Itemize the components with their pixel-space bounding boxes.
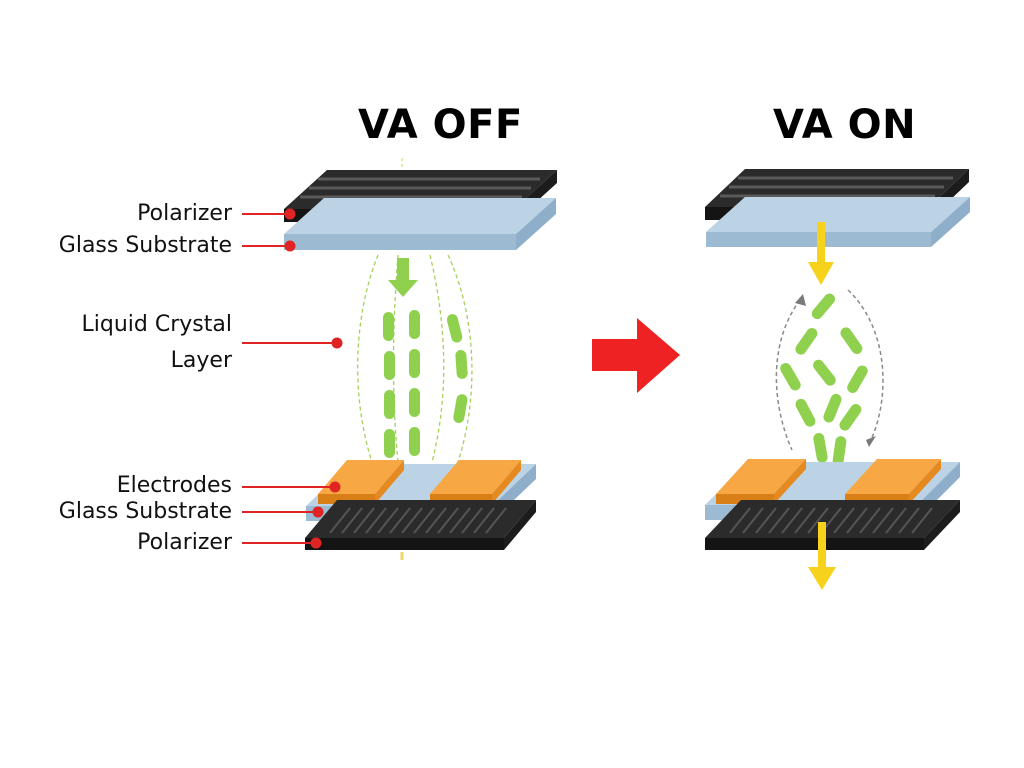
light-blocked-arrow-off	[388, 258, 418, 297]
va-off-stack	[284, 158, 557, 560]
bottom-polarizer-off	[305, 500, 536, 550]
va-on-title: VA ON	[773, 102, 917, 148]
label-liquid-crystal-line1: Liquid Crystal	[81, 312, 232, 337]
incoming-light-arrow-on	[808, 222, 834, 285]
transition-arrow	[592, 318, 680, 393]
label-polarizer-bottom: Polarizer	[137, 530, 232, 555]
rotation-arrows-on	[775, 289, 884, 451]
bottom-polarizer-on	[705, 500, 960, 550]
label-glass-substrate-bottom: Glass Substrate	[58, 499, 232, 524]
va-off-title: VA OFF	[358, 102, 523, 148]
top-glass-off	[284, 198, 556, 250]
rotation-arrowhead-bottom	[866, 436, 876, 447]
label-electrodes: Electrodes	[116, 473, 232, 498]
callout-lines	[242, 208, 343, 549]
va-on-stack	[705, 169, 970, 590]
label-polarizer-top: Polarizer	[137, 201, 232, 226]
label-liquid-crystal-line2: Layer	[170, 348, 232, 373]
transmitted-light-arrow-on	[808, 522, 836, 590]
rotation-arrowhead-top	[795, 294, 806, 306]
label-glass-substrate-top: Glass Substrate	[58, 233, 232, 258]
top-glass-on	[706, 197, 970, 247]
liquid-crystal-molecules-off	[383, 310, 468, 494]
